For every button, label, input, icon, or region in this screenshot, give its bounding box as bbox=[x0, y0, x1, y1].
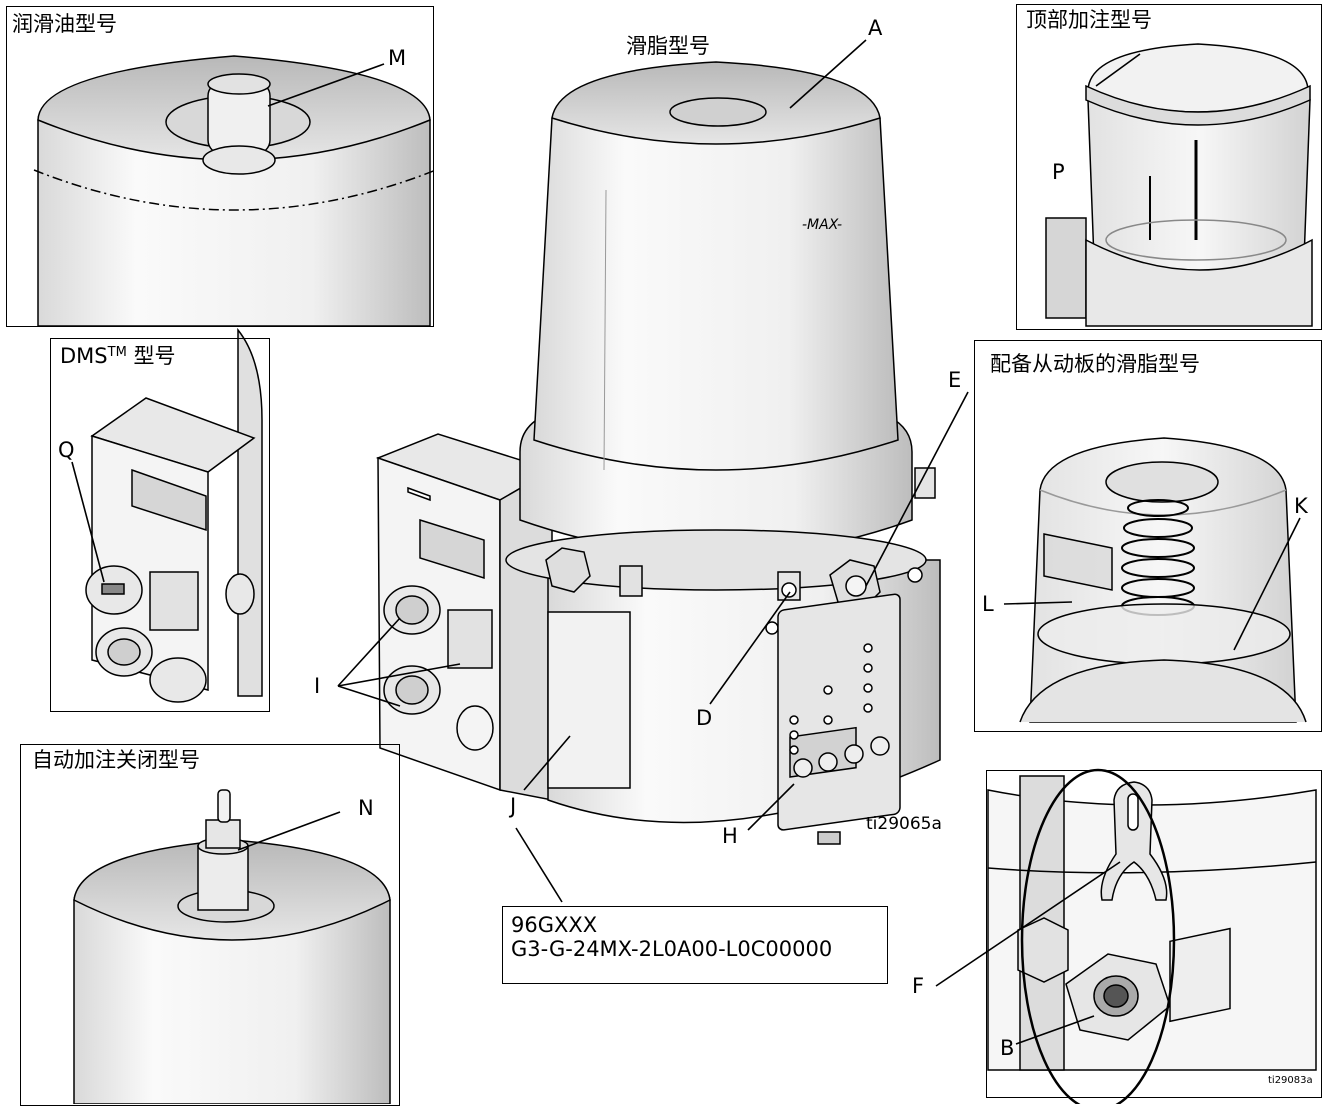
clip-f bbox=[1100, 781, 1168, 901]
callout-q: Q bbox=[58, 438, 75, 462]
top-fill-frame bbox=[1016, 4, 1322, 330]
dms-frame bbox=[50, 338, 270, 712]
title-grease-model: 滑脂型号 bbox=[626, 34, 710, 58]
top-fill-inset bbox=[1045, 43, 1313, 327]
follower-frame bbox=[974, 340, 1322, 732]
title-follower-model: 配备从动板的滑脂型号 bbox=[990, 352, 1200, 376]
main-pump bbox=[375, 61, 941, 845]
dms-prefix: DMS bbox=[60, 344, 108, 368]
dms-inset bbox=[85, 327, 263, 703]
callout-a: A bbox=[868, 16, 883, 40]
callout-j: J bbox=[510, 794, 517, 818]
follower-inset bbox=[1019, 437, 1307, 723]
figure-ref-detail: ti29083a bbox=[1268, 1075, 1313, 1086]
callout-d: D bbox=[696, 706, 713, 730]
auto-fill-inset bbox=[73, 789, 391, 1104]
callout-p: P bbox=[1052, 160, 1065, 184]
title-dms-model: DMSTM 型号 bbox=[60, 346, 175, 367]
reservoir-max-mark: -MAX- bbox=[802, 217, 843, 233]
callout-f: F bbox=[912, 974, 925, 998]
callout-h: H bbox=[722, 824, 738, 848]
follower-bracket-l bbox=[1043, 533, 1113, 591]
auto-fill-frame bbox=[20, 744, 400, 1106]
figure-ref-main: ti29065a bbox=[866, 814, 942, 834]
label-panel bbox=[547, 611, 631, 789]
callout-e: E bbox=[948, 368, 962, 392]
title-auto-fill-model: 自动加注关闭型号 bbox=[32, 748, 200, 772]
dms-trademark: TM bbox=[107, 345, 127, 360]
detail-frame bbox=[986, 770, 1322, 1098]
callout-l: L bbox=[982, 592, 994, 616]
callout-i: I bbox=[314, 674, 321, 698]
outlet-left bbox=[545, 547, 591, 593]
oil-model-inset bbox=[33, 55, 437, 327]
callout-b: B bbox=[1000, 1036, 1015, 1060]
part-number-label: 96GXXX G3-G-24MX-2L0A00-L0C00000 bbox=[502, 906, 888, 984]
callout-k: K bbox=[1294, 494, 1308, 518]
part-config-code: G3-G-24MX-2L0A00-L0C00000 bbox=[511, 937, 833, 961]
housing-window bbox=[419, 518, 485, 580]
control-panel bbox=[777, 593, 901, 831]
title-top-fill-model: 顶部加注型号 bbox=[1026, 8, 1152, 32]
dms-suffix: 型号 bbox=[126, 344, 176, 368]
title-oil-model: 润滑油型号 bbox=[12, 12, 117, 36]
leader-lines bbox=[71, 39, 1301, 1045]
callout-m: M bbox=[388, 46, 407, 70]
detail-inset bbox=[987, 768, 1317, 1104]
callout-n: N bbox=[358, 796, 374, 820]
part-number: 96GXXX bbox=[511, 913, 598, 937]
oil-model-frame bbox=[6, 6, 434, 327]
